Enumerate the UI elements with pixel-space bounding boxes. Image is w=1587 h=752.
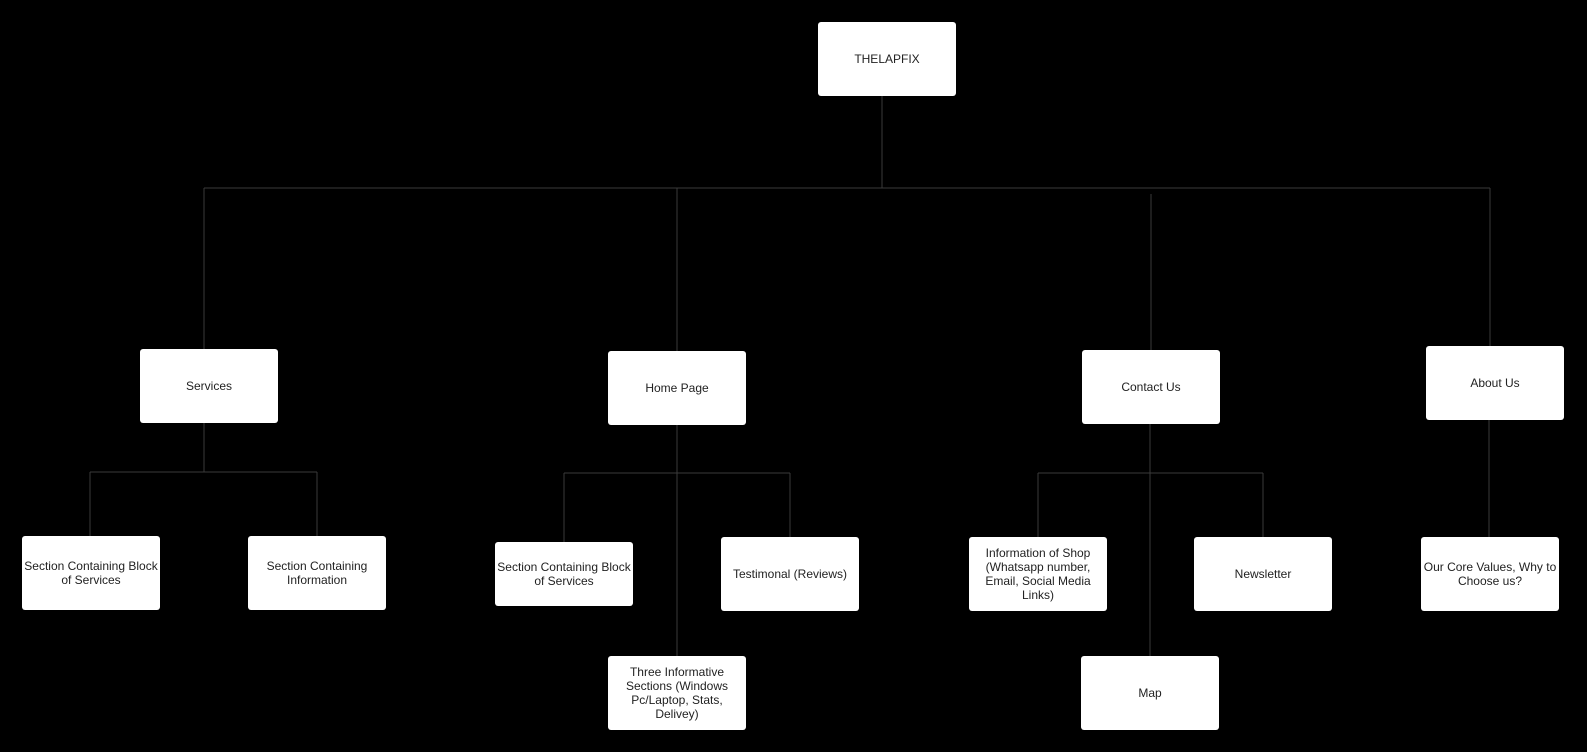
node-contact-newsletter-label: Newsletter <box>1234 567 1292 581</box>
node-services-information-label: Section Containing Information <box>266 559 368 587</box>
node-about-core-values: Our Core Values, Why to Choose us? <box>1421 537 1559 611</box>
node-root: THELAPFIX <box>818 22 956 96</box>
node-root-label: THELAPFIX <box>854 52 920 66</box>
node-services: Services <box>140 349 278 423</box>
node-home-three-sections: Three Informative Sections (Windows Pc/L… <box>608 656 746 730</box>
node-contact-map: Map <box>1081 656 1219 730</box>
node-contact-us-label: Contact Us <box>1121 380 1181 394</box>
node-home-page: Home Page <box>608 351 746 425</box>
node-contact-shop-info: Information of Shop (Whatsapp number, Em… <box>969 537 1107 611</box>
node-contact-us: Contact Us <box>1082 350 1220 424</box>
node-home-page-label: Home Page <box>645 381 709 395</box>
node-home-testimonial: Testimonal (Reviews) <box>721 537 859 611</box>
node-home-block-label: Section Containing Block of Services <box>497 560 631 588</box>
node-services-information: Section Containing Information <box>248 536 386 610</box>
node-about-us: About Us <box>1426 346 1564 420</box>
node-services-block-label: Section Containing Block of Services <box>24 559 158 587</box>
node-contact-map-label: Map <box>1138 686 1162 700</box>
node-about-us-label: About Us <box>1470 376 1520 390</box>
node-services-block: Section Containing Block of Services <box>22 536 160 610</box>
node-home-block: Section Containing Block of Services <box>495 542 633 606</box>
node-about-core-values-label: Our Core Values, Why to Choose us? <box>1423 560 1557 588</box>
node-contact-shop-info-label: Information of Shop (Whatsapp number, Em… <box>985 546 1091 602</box>
node-contact-newsletter: Newsletter <box>1194 537 1332 611</box>
node-home-testimonial-label: Testimonal (Reviews) <box>732 567 848 581</box>
node-home-three-sections-label: Three Informative Sections (Windows Pc/L… <box>625 665 729 721</box>
node-services-label: Services <box>185 379 232 393</box>
